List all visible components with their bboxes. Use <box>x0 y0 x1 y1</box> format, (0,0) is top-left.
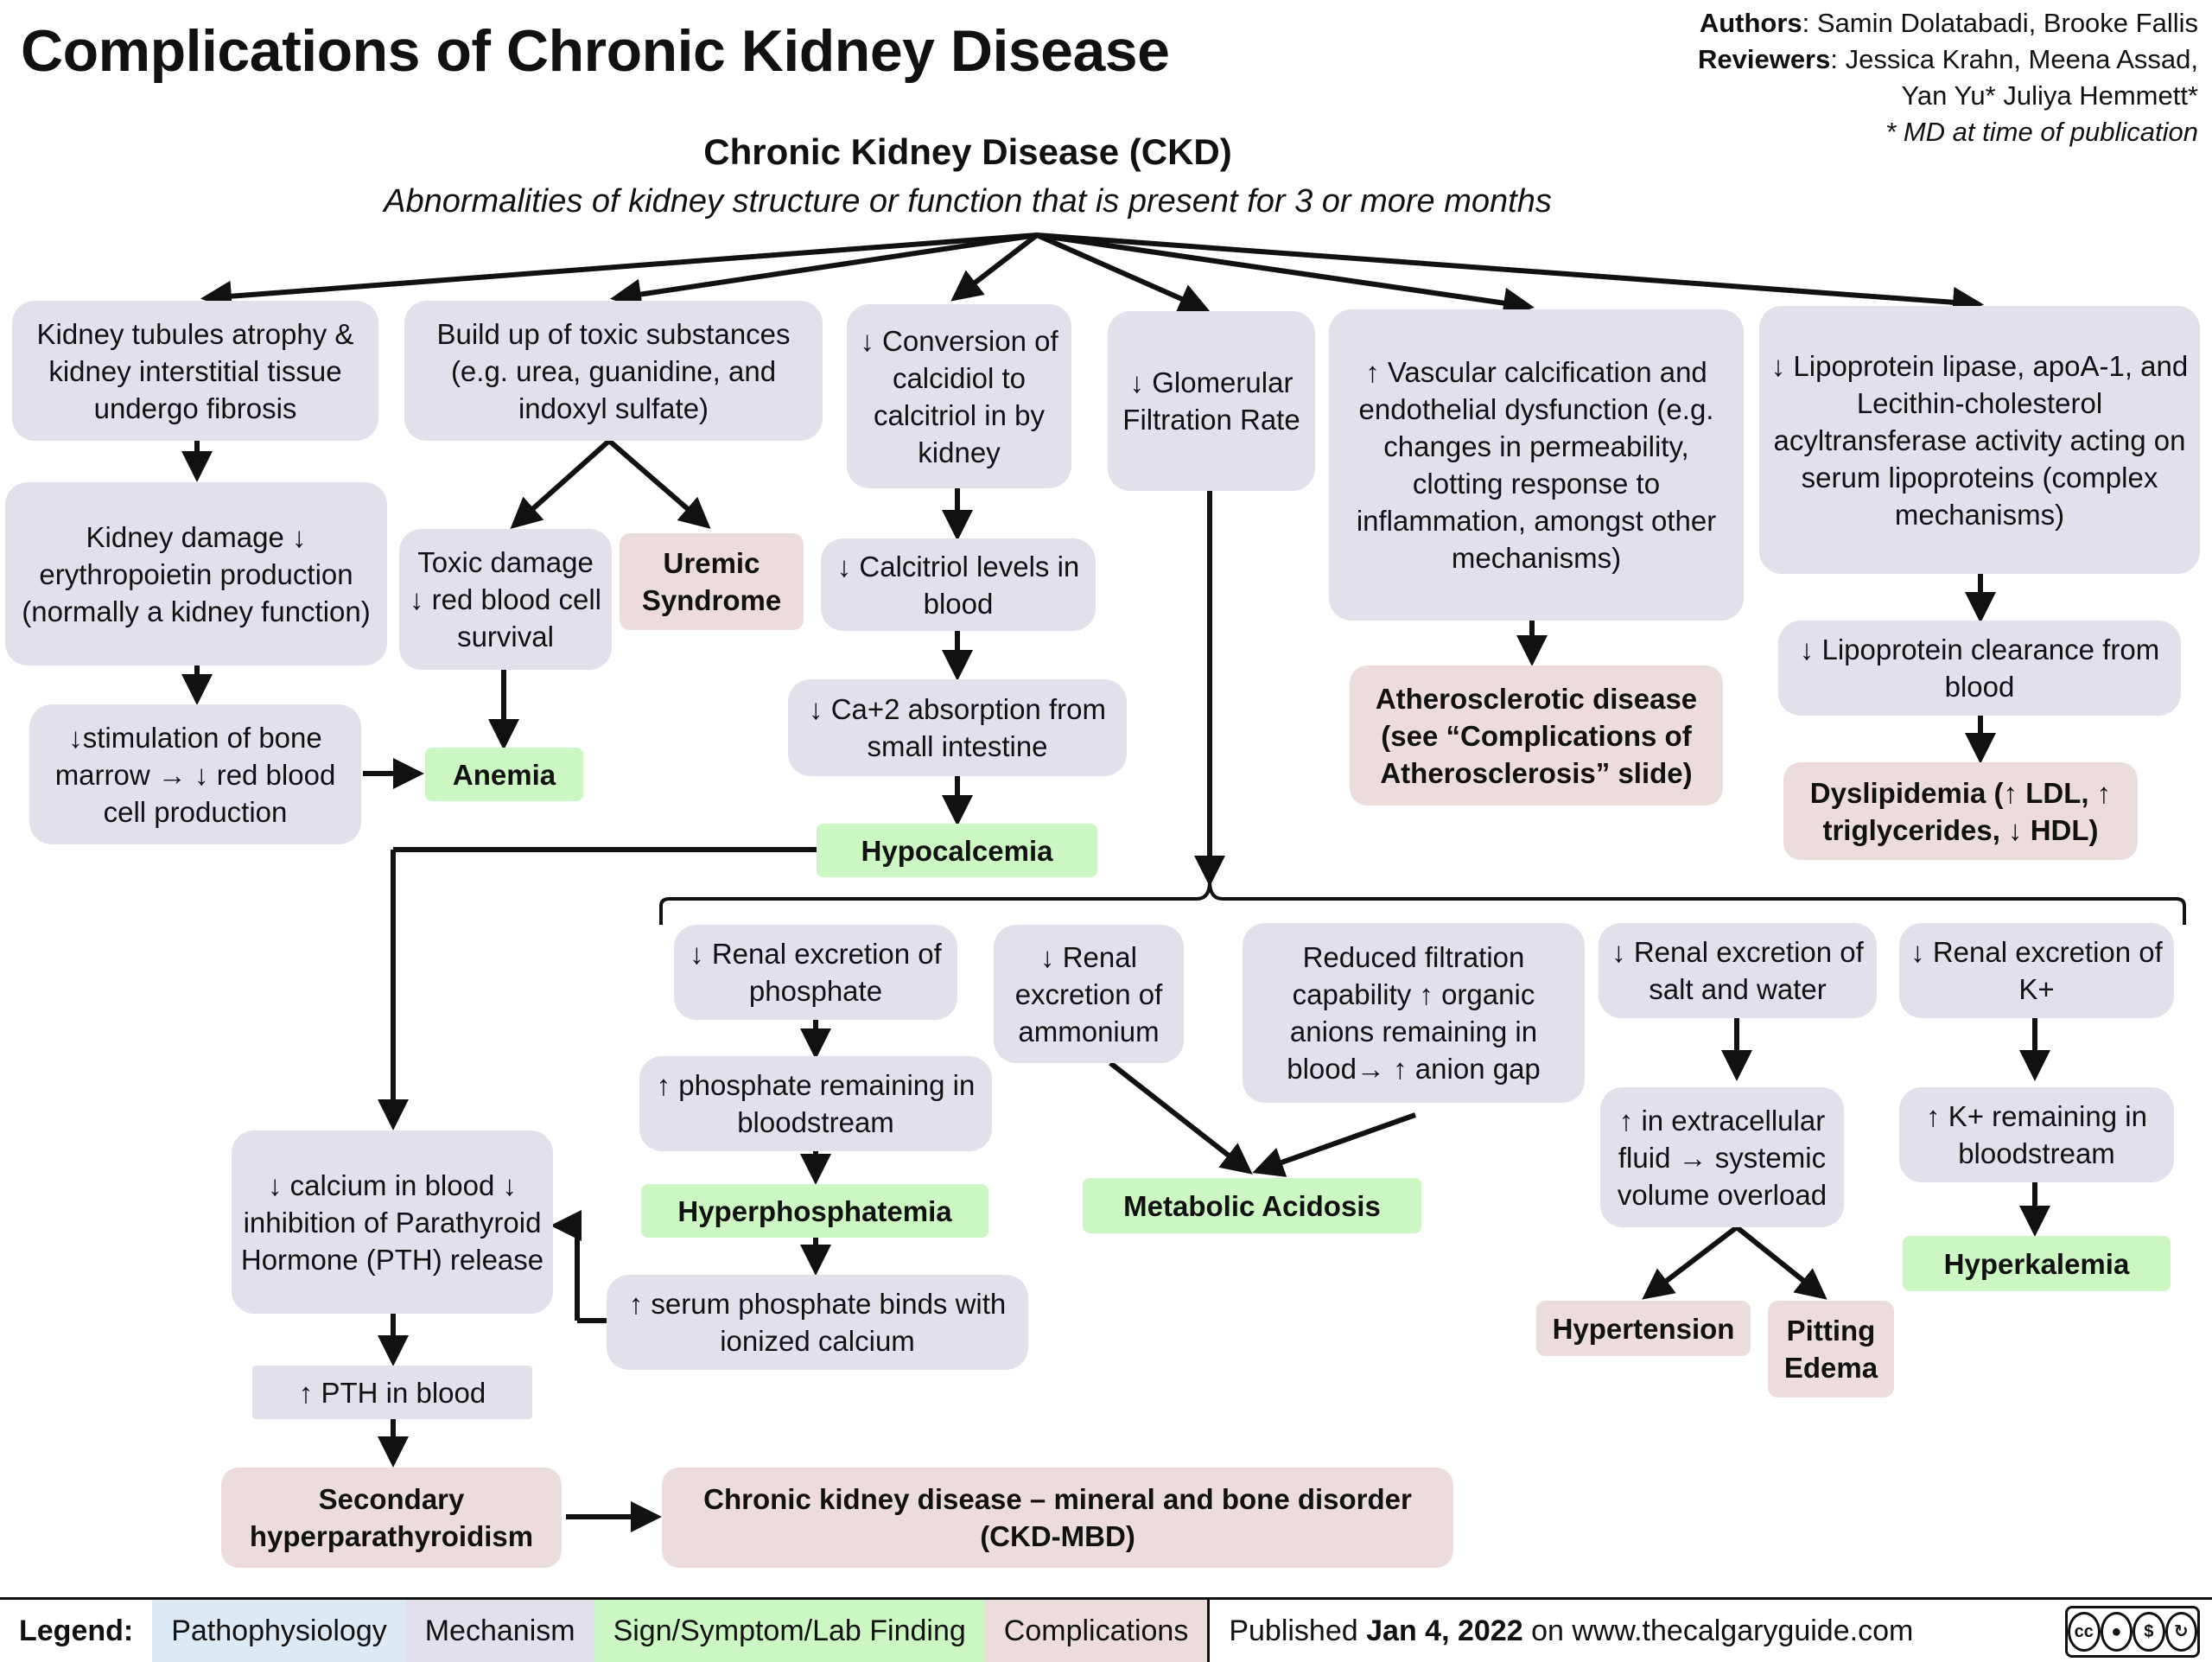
node-k-remaining: ↑ K+ remaining in bloodstream <box>1899 1087 2174 1182</box>
node-toxic-damage: Toxic damage ↓ red blood cell survival <box>399 529 612 670</box>
node-salt-water-excretion: ↓ Renal excretion of salt and water <box>1599 923 1877 1018</box>
node-secondary-hyperparathyroidism: Secondary hyperparathyroidism <box>221 1468 562 1568</box>
published-date: Jan 4, 2022 <box>1366 1614 1523 1647</box>
authors-note: * MD at time of publication <box>1885 117 2198 147</box>
legend-label: Legend: <box>19 1614 134 1647</box>
published-prefix: Published <box>1229 1614 1358 1647</box>
node-extracellular-fluid: ↑ in extracellular fluid → systemic volu… <box>1600 1087 1844 1227</box>
legend-pathophysiology: Pathophysiology <box>152 1600 406 1662</box>
reviewers-names-2: Yan Yu* Juliya Hemmett* <box>1901 80 2198 111</box>
node-pitting-edema: Pitting Edema <box>1768 1301 1894 1398</box>
authors-label: Authors <box>1699 8 1802 38</box>
node-toxic-buildup: Build up of toxic substances (e.g. urea,… <box>404 301 823 441</box>
reviewers-label: Reviewers <box>1697 44 1831 74</box>
sa-share-icon: ↻ <box>2164 1612 2197 1652</box>
node-ckd-mbd: Chronic kidney disease – mineral and bon… <box>662 1468 1453 1568</box>
published-site: on www.thecalgaryguide.com <box>1531 1614 1914 1647</box>
node-ca-absorption: ↓ Ca+2 absorption from small intestine <box>788 679 1127 776</box>
node-ammonium-excretion: ↓ Renal excretion of ammonium <box>994 925 1184 1063</box>
authors-names: Samin Dolatabadi, Brooke Fallis <box>1816 8 2198 38</box>
node-atherosclerotic-disease: Atherosclerotic disease (see “Complicati… <box>1350 665 1723 806</box>
node-metabolic-acidosis: Metabolic Acidosis <box>1083 1178 1421 1233</box>
nc-dollar-icon: $ <box>2133 1612 2165 1652</box>
reviewers-names-1: Jessica Krahn, Meena Assad, <box>1845 44 2198 74</box>
legend-bar: Legend: Pathophysiology Mechanism Sign/S… <box>0 1597 2212 1662</box>
node-uremic-syndrome: Uremic Syndrome <box>620 533 804 630</box>
authors-block: Authors: Samin Dolatabadi, Brooke Fallis… <box>1698 5 2198 150</box>
node-phosphate-remaining: ↑ phosphate remaining in bloodstream <box>639 1056 992 1151</box>
node-gfr: ↓ Glomerular Filtration Rate <box>1108 311 1315 491</box>
node-tubules-fibrosis: Kidney tubules atrophy & kidney intersti… <box>12 301 378 441</box>
legend-published: Published Jan 4, 2022 on www.thecalgaryg… <box>1210 1600 1932 1662</box>
node-phosphate-excretion: ↓ Renal excretion of phosphate <box>674 925 957 1020</box>
node-erythropoietin: Kidney damage ↓ erythropoietin productio… <box>5 482 387 665</box>
node-calcidiol-conversion: ↓ Conversion of calcidiol to calcitriol … <box>847 304 1071 488</box>
legend-sign-symptom: Sign/Symptom/Lab Finding <box>594 1600 985 1662</box>
node-calcitriol-levels: ↓ Calcitriol levels in blood <box>821 538 1096 631</box>
legend-mechanism: Mechanism <box>405 1600 594 1662</box>
node-dyslipidemia: Dyslipidemia (↑ LDL, ↑ triglycerides, ↓ … <box>1783 762 2138 860</box>
node-calcium-inhibition-pth: ↓ calcium in blood ↓ inhibition of Parat… <box>232 1130 553 1314</box>
ckd-title: Chronic Kidney Disease (CKD) <box>703 131 1232 172</box>
node-lipoprotein-clearance: ↓ Lipoprotein clearance from blood <box>1778 621 2181 716</box>
node-anemia: Anemia <box>425 748 583 801</box>
node-hypertension: Hypertension <box>1536 1301 1751 1356</box>
creative-commons-icon: cc ● $ ↻ <box>2065 1606 2200 1658</box>
node-hyperphosphatemia: Hyperphosphatemia <box>641 1184 988 1238</box>
cc-circle-icon: cc <box>2068 1612 2101 1652</box>
node-k-excretion: ↓ Renal excretion of K+ <box>1899 923 2174 1018</box>
node-pth-blood: ↑ PTH in blood <box>252 1366 532 1419</box>
node-anion-gap: Reduced filtration capability ↑ organic … <box>1243 923 1585 1103</box>
ckd-definition: Abnormalities of kidney structure or fun… <box>384 183 1552 220</box>
node-lipoprotein-lipase: ↓ Lipoprotein lipase, apoA-1, and Lecith… <box>1759 306 2200 574</box>
legend-complications: Complications <box>984 1600 1211 1662</box>
node-bone-marrow: ↓stimulation of bone marrow → ↓ red bloo… <box>29 704 361 844</box>
node-hyperkalemia: Hyperkalemia <box>1903 1236 2171 1291</box>
by-person-icon: ● <box>2100 1612 2133 1652</box>
page-title: Complications of Chronic Kidney Disease <box>21 18 1170 84</box>
node-vascular-calcification: ↑ Vascular calcification and endothelial… <box>1329 309 1744 621</box>
node-phosphate-binds-calcium: ↑ serum phosphate binds with ionized cal… <box>607 1275 1028 1370</box>
node-hypocalcemia: Hypocalcemia <box>817 824 1097 877</box>
